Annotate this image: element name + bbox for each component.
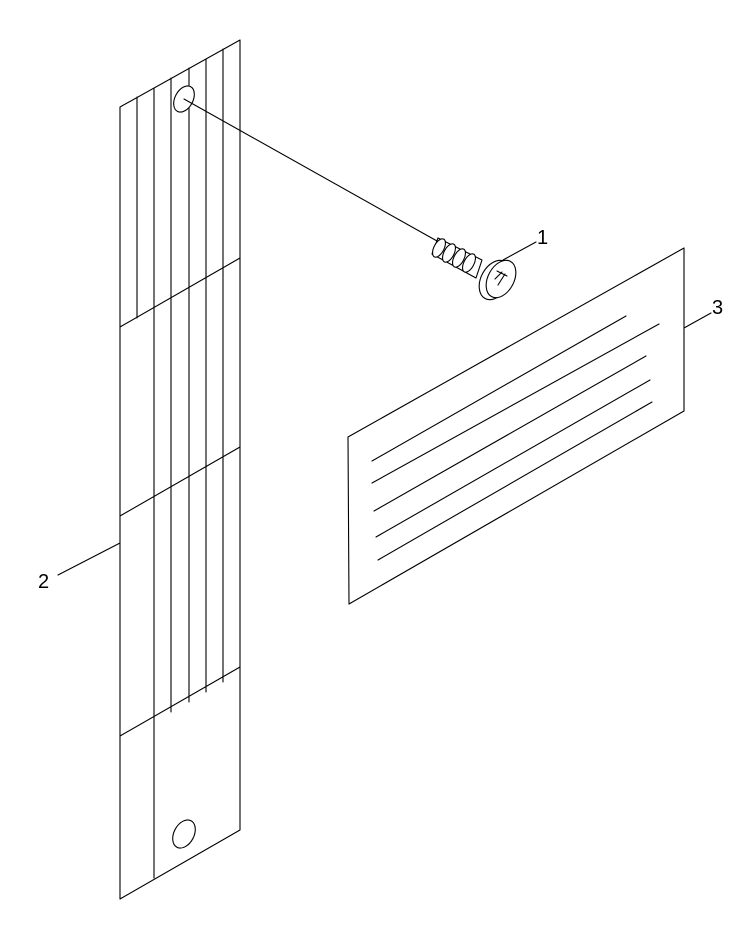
callout-2-leader xyxy=(57,542,121,576)
strip-section-lines xyxy=(119,257,241,737)
label-part xyxy=(347,247,685,605)
callout-1-leader xyxy=(502,241,537,261)
strip-bottom-hole xyxy=(172,819,196,849)
assembly-line xyxy=(183,98,438,242)
callout-2-label: 2 xyxy=(38,571,49,593)
screw-part xyxy=(431,237,517,301)
callout-1-label: 1 xyxy=(537,227,548,249)
strip-vertical-lines xyxy=(136,48,224,879)
label-text-lines xyxy=(371,315,660,561)
screw-threads xyxy=(432,238,476,273)
callout-3-leader xyxy=(683,312,712,329)
strip-part xyxy=(119,39,241,900)
screw-head xyxy=(485,259,517,299)
callout-3-label: 3 xyxy=(712,297,723,319)
label-outline xyxy=(347,247,685,605)
strip-outline xyxy=(119,39,241,900)
phillips-cross-icon xyxy=(494,270,508,286)
